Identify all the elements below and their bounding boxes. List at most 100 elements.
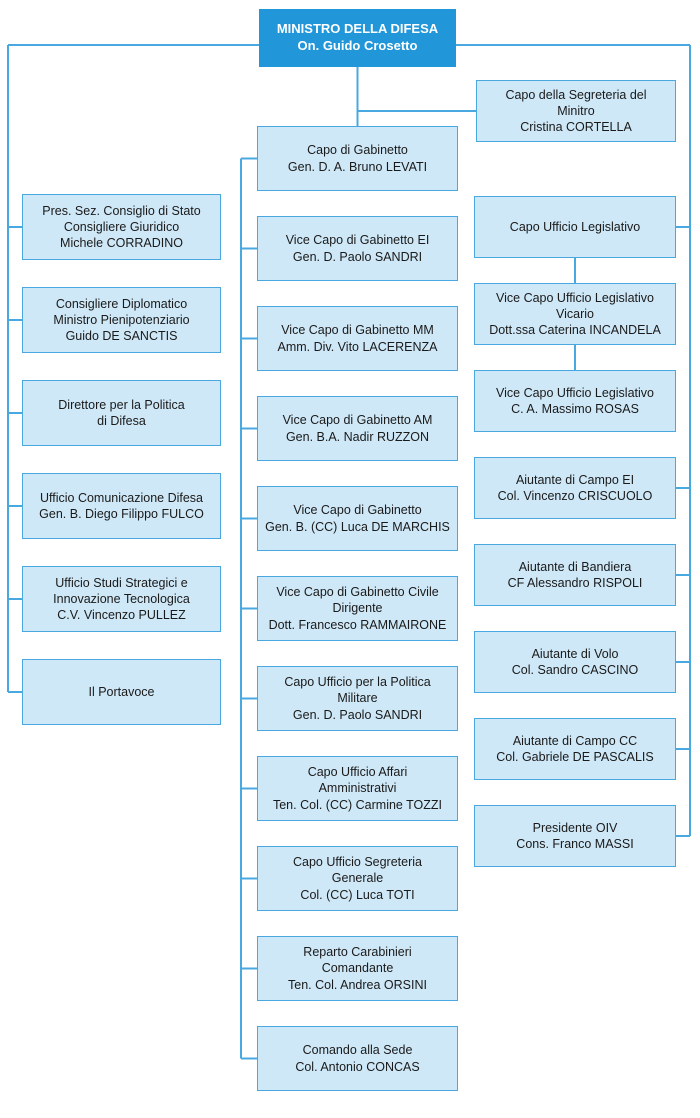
left-node-5-line-3: C.V. Vincenzo PULLEZ <box>57 608 186 623</box>
center-node-9-line-2: Generale <box>331 871 384 886</box>
right-node-7-line-1: Aiutante di Campo CC <box>512 733 638 748</box>
center-node-7-line-3: Gen. D. Paolo SANDRI <box>292 707 423 722</box>
root-minister-box-line-2: On. Guido Crosetto <box>297 38 418 53</box>
right-node-4[interactable]: Aiutante di Campo EI Col. Vincenzo CRISCU… <box>474 457 676 519</box>
center-node-1-line-1: Capo di Gabinetto <box>307 143 408 158</box>
right-node-8-line-1: Presidente OIV <box>532 820 618 835</box>
right-node-1-line-1: Capo Ufficio Legislativo <box>509 219 641 234</box>
center-node-1-line-2: Gen. D. A. Bruno LEVATI <box>287 159 428 174</box>
center-node-3-line-2: Amm. Div. Vito LACERENZA <box>277 339 438 354</box>
center-node-7-line-2: Militare <box>337 691 378 706</box>
left-node-5-line-1: Ufficio Studi Strategici e <box>55 575 188 590</box>
left-node-6[interactable]: Il Portavoce <box>22 659 221 725</box>
center-node-10-line-2: Comandante <box>321 961 394 976</box>
right-node-1[interactable]: Capo Ufficio Legislativo <box>474 196 676 258</box>
center-node-5-line-2: Gen. B. (CC) Luca DE MARCHIS <box>265 519 450 534</box>
center-node-7-line-1: Capo Ufficio per la Politica <box>284 675 431 690</box>
right-node-4-line-1: Aiutante di Campo EI <box>515 472 635 487</box>
center-node-11-line-2: Col. Antonio CONCAS <box>295 1059 420 1074</box>
left-node-2-line-2: Ministro Pienipotenziario <box>53 312 190 327</box>
secretary-box-line-3: Cristina CORTELLA <box>520 120 632 135</box>
right-node-4-label: Aiutante di Campo EI Col. Vincenzo CRISCU… <box>480 472 670 505</box>
left-node-5-line-2: Innovazione Tecnologica <box>53 591 190 606</box>
right-node-2-line-2: Vicario <box>556 306 594 321</box>
center-node-6-line-3: Dott. Francesco RAMMAIRONE <box>268 617 447 632</box>
center-node-10-line-3: Ten. Col. Andrea ORSINI <box>288 977 427 992</box>
right-node-3-line-1: Vice Capo Ufficio Legislativo <box>496 385 654 400</box>
right-node-2-line-3: Dott.ssa Caterina INCANDELA <box>489 323 661 338</box>
right-node-5[interactable]: Aiutante di Bandiera CF Alessandro RISPOL… <box>474 544 676 606</box>
center-node-4-line-1: Vice Capo di Gabinetto AM <box>282 413 433 428</box>
center-node-9-line-1: Capo Ufficio Segreteria <box>292 855 422 870</box>
right-node-5-line-1: Aiutante di Bandiera <box>518 559 632 574</box>
left-node-6-line-1: Il Portavoce <box>88 684 155 699</box>
right-node-2-line-1: Vice Capo Ufficio Legislativo <box>496 290 654 305</box>
right-node-6-line-1: Aiutante di Volo <box>531 646 619 661</box>
center-node-11-line-1: Comando alla Sede <box>302 1043 413 1058</box>
right-node-4-line-2: Col. Vincenzo CRISCUOLO <box>497 489 653 503</box>
left-node-3-line-2: di Difesa <box>97 414 146 428</box>
left-node-2-line-3: Guido DE SANCTIS <box>65 329 178 344</box>
secretary-box-line-1: Capo della Segreteria del <box>505 87 647 102</box>
left-node-4-line-1: Ufficio Comunicazione Difesa <box>39 490 204 505</box>
right-node-1-label: Capo Ufficio Legislativo <box>480 219 670 235</box>
left-node-4-line-2: Gen. B. Diego Filippo FULCO <box>39 507 204 521</box>
center-node-6-line-2: Dirigente <box>332 601 383 616</box>
right-node-5-line-2: CF Alessandro RISPOLI <box>507 576 643 590</box>
center-node-6-line-1: Vice Capo di Gabinetto Civile <box>276 585 439 600</box>
center-node-2-line-1: Vice Capo di Gabinetto EI <box>285 233 430 248</box>
center-node-2-line-2: Gen. D. Paolo SANDRI <box>292 249 423 264</box>
left-node-6-label: Il Portavoce <box>28 684 215 700</box>
center-node-8-line-3: Ten. Col. (CC) Carmine TOZZI <box>272 797 442 812</box>
center-node-5-line-1: Vice Capo di Gabinetto <box>293 503 422 518</box>
left-node-1-line-1: Pres. Sez. Consiglio di Stato <box>42 203 201 218</box>
center-node-4-line-2: Gen. B.A. Nadir RUZZON <box>285 429 430 444</box>
center-node-3-line-1: Vice Capo di Gabinetto MM <box>281 323 434 338</box>
right-node-5-label: Aiutante di Bandiera CF Alessandro RISPOL… <box>480 559 670 592</box>
center-node-8-line-2: Amministrativi <box>318 781 397 796</box>
